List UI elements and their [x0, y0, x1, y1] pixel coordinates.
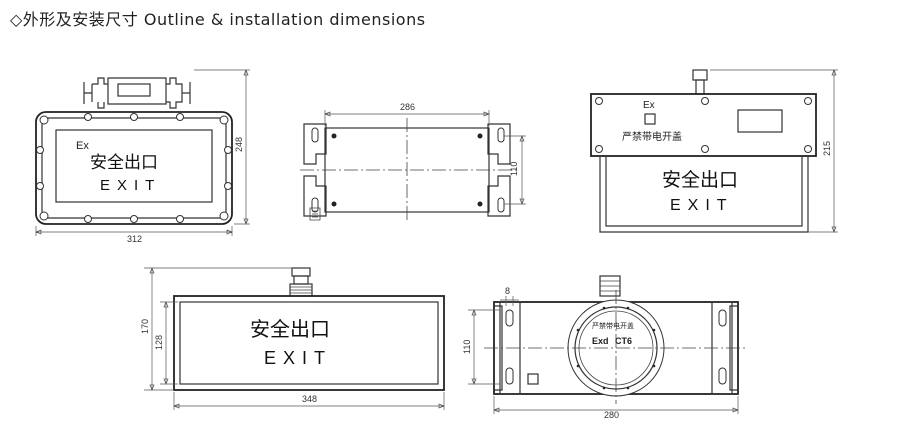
round-warning-label: 严禁带电开盖: [592, 321, 634, 330]
view-side-hanging: Ex 严禁带电开盖 安全出口 EXIT 215: [590, 69, 838, 233]
side-sign-en: EXIT: [670, 197, 734, 214]
dim-side-height: 215: [822, 141, 832, 156]
warning-label: 严禁带电开盖: [622, 130, 682, 143]
dim-large-inner-height: 128: [154, 335, 164, 350]
dim-round-offset: 8: [505, 286, 510, 296]
view-round-window: 严禁带电开盖 Exd CT6 280 110 8: [462, 275, 748, 420]
view-front-small: Ex 安全出口 EXIT 312 248: [35, 69, 250, 244]
dim-large-height: 170: [140, 319, 150, 334]
large-sign-cn: 安全出口: [250, 317, 330, 341]
side-sign-cn: 安全出口: [662, 169, 738, 191]
round-ct6-label: CT6: [615, 336, 632, 346]
dim-front-width: 312: [127, 234, 142, 244]
large-sign-en: EXIT: [264, 348, 332, 368]
view-front-large: 安全出口 EXIT 170 128 348: [140, 267, 445, 410]
sign-en-label: EXIT: [100, 177, 161, 194]
round-exd-label: Exd: [592, 336, 609, 346]
dim-top-length: 286: [400, 102, 415, 112]
view-top-mount: 286 110: [300, 102, 526, 222]
page-title: ◇外形及安装尺寸 Outline & installation dimensio…: [10, 10, 426, 29]
ex-label: Ex: [76, 140, 89, 152]
side-ex-label: Ex: [643, 100, 655, 111]
sign-cn-label: 安全出口: [90, 153, 158, 173]
dim-round-width: 280: [604, 410, 619, 420]
dim-round-mount: 110: [462, 340, 472, 354]
dim-front-height: 248: [234, 137, 244, 152]
dim-large-width: 348: [302, 394, 317, 404]
dim-top-mount: 110: [509, 162, 519, 176]
